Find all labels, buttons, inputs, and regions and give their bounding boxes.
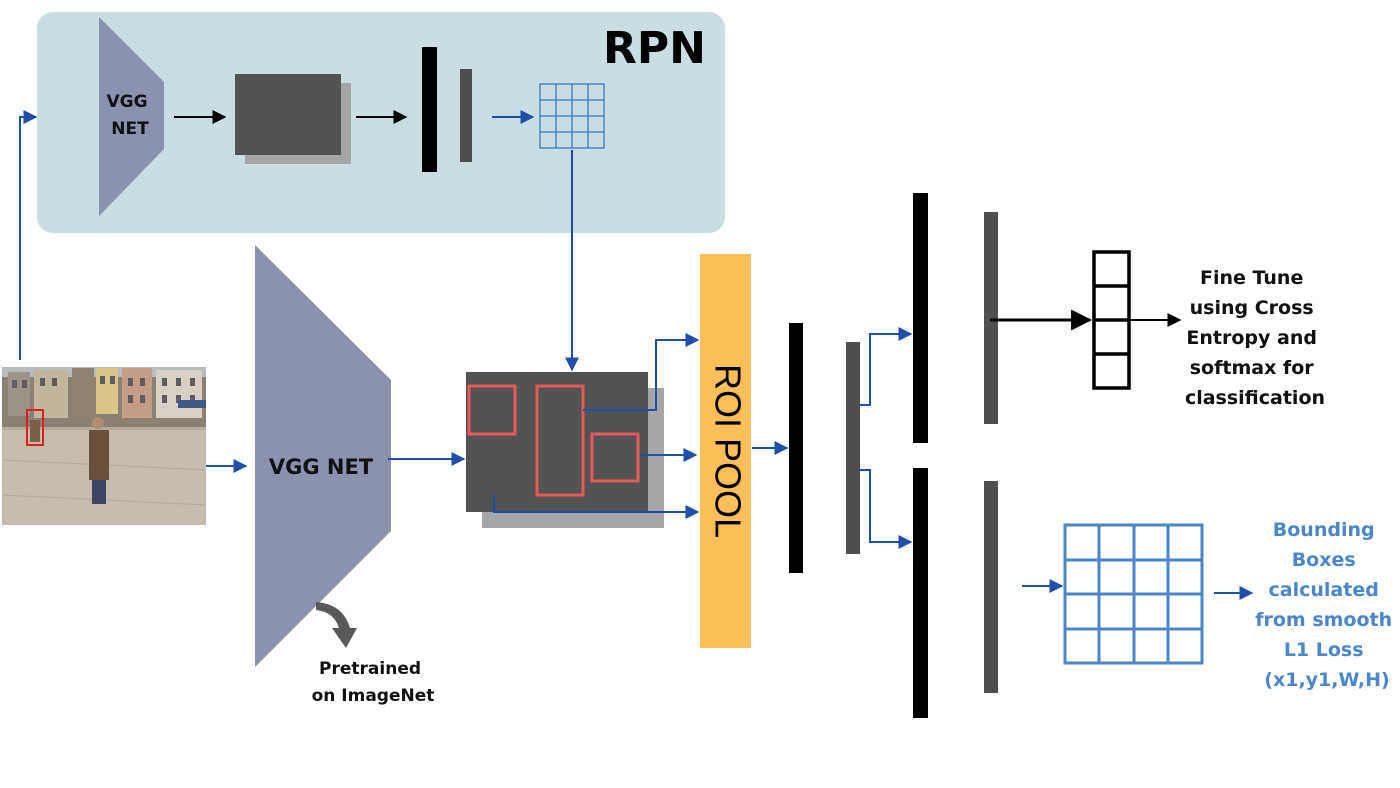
- pretrained-label: Pretrained on ImageNet: [312, 659, 435, 706]
- bbox-line3: calculated: [1269, 579, 1379, 601]
- classification-label: Fine Tune using Cross Entropy and softma…: [1185, 267, 1325, 409]
- rpn-feature-map: [235, 74, 341, 155]
- rpn-vgg-label-line2: NET: [111, 119, 149, 139]
- roi-box-1: [467, 384, 517, 436]
- rpn-vgg-label: VGG NET: [107, 92, 154, 139]
- fc-layer-2: [846, 342, 860, 554]
- bbox-line1: Bounding: [1273, 519, 1375, 541]
- rpn-title: RPN: [603, 23, 706, 74]
- classification-line2: using Cross: [1190, 297, 1314, 319]
- pretrained-line1: Pretrained: [319, 659, 421, 679]
- bbox-layer-black: [913, 468, 928, 718]
- bbox-regression-grid: [1063, 523, 1204, 665]
- bbox-layer-gray: [984, 481, 998, 693]
- bbox-line6: (x1,y1,W,H): [1264, 669, 1389, 691]
- classification-line3: Entropy and: [1186, 327, 1317, 349]
- branch-arrow-top: [860, 327, 913, 406]
- street-photo-thumbnail: [1, 367, 207, 525]
- roi-box-3: [590, 432, 640, 483]
- main-vgg-trapezoid: [255, 245, 391, 667]
- classification-line4: softmax for: [1190, 357, 1315, 379]
- fc-layer-1: [789, 323, 803, 573]
- roi-arrow-top: [583, 333, 700, 411]
- roi-box-2: [535, 384, 585, 497]
- classification-line5: classification: [1185, 387, 1325, 409]
- main-vgg-label: VGG NET: [269, 455, 374, 479]
- pretrained-line2: on ImageNet: [312, 686, 435, 706]
- bbox-line5: L1 Loss: [1284, 639, 1364, 661]
- rpn-anchor-grid: [539, 83, 605, 149]
- softmax-vector: [1092, 250, 1131, 390]
- classification-line1: Fine Tune: [1200, 267, 1303, 289]
- bbox-line2: Boxes: [1292, 549, 1356, 571]
- cls-layer-gray: [984, 212, 998, 424]
- roi-arrow-bottom: [493, 495, 700, 519]
- curved-arrow-icon: [316, 602, 357, 648]
- rpn-panel: [37, 12, 725, 233]
- rpn-conv-layer-gray: [460, 69, 472, 162]
- rpn-vgg-label-line1: VGG: [107, 92, 148, 112]
- main-feature-map: [466, 372, 648, 512]
- rpn-vgg-trapezoid: [99, 17, 164, 216]
- roi-pool-bar: [700, 254, 751, 648]
- roi-pool-label: ROI POOL: [707, 364, 748, 538]
- rpn-conv-layer-black: [422, 47, 437, 172]
- branch-arrow-bottom: [860, 469, 913, 549]
- bbox-line4: from smooth: [1255, 609, 1392, 631]
- bbox-label: Bounding Boxes calculated from smooth L1…: [1255, 519, 1399, 691]
- cls-layer-black: [913, 193, 928, 443]
